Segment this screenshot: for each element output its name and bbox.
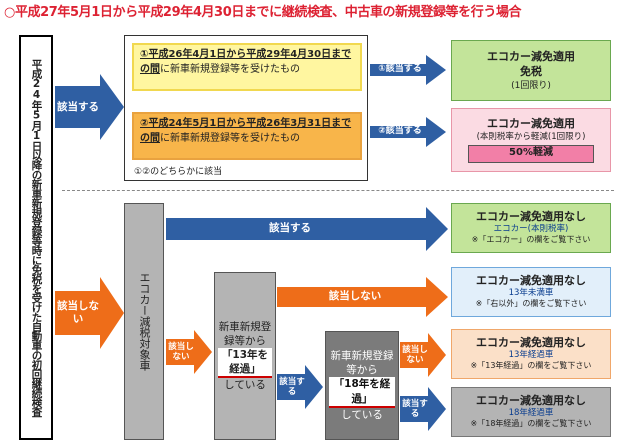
label-18-applies: 該当する: [402, 399, 428, 419]
result-eco-standard: エコカー減免適用なし エコカー(本則税率) ※「エコカー」の欄をご覧下さい: [451, 203, 611, 253]
result-eco-type: エコカー(本則税率): [493, 224, 569, 235]
label-bottom-not-applies: 該当しない: [57, 299, 99, 325]
arrow-18-applies: [400, 387, 446, 431]
arrow-18-not-applies: [400, 333, 446, 377]
case-1-period: ①平成26年4月1日から平成29年4月30日までの間: [140, 49, 352, 75]
result-13-type: 13年経過車: [508, 350, 554, 361]
q13-text-post: している: [224, 379, 266, 392]
q18-text-post: している: [341, 408, 383, 421]
result-13-note: ※「13年経過」の欄をご覧下さい: [470, 361, 592, 371]
eco-target-box: エコカー減税対象車: [124, 203, 164, 440]
label-eco-not-applies: 該当しない: [168, 342, 194, 362]
result-under13-title: エコカー減免適用なし: [476, 274, 586, 288]
result-18-years: エコカー減免適用なし 18年経過車 ※「18年経過」の欄をご覧下さい: [451, 387, 611, 437]
case-note: ①②のどちらかに該当: [134, 167, 223, 177]
result-under-13: エコカー減免適用なし 13年未満車 ※「右以外」の欄をご覧下さい: [451, 267, 611, 317]
label-13-not-applies: 該当しない: [328, 290, 382, 303]
result-eco-title: エコカー減免適用なし: [476, 210, 586, 224]
section-divider: [62, 190, 614, 191]
result-under13-note: ※「右以外」の欄をご覧下さい: [475, 299, 587, 309]
result-reduction-title: エコカー減免適用: [487, 116, 575, 130]
q18-text-pre: 新車新規登録等から: [330, 350, 394, 377]
question-13-years: 新車新規登録等から 「13年を経過」 している: [214, 272, 276, 440]
label-13-applies: 該当する: [279, 377, 305, 397]
q13-text-pre: 新車新規登録等から: [218, 320, 272, 347]
result-18-title: エコカー減免適用なし: [476, 394, 586, 408]
condition-initial-inspection: 平成24年5月1日以降の新車新規登録等時に免税を受けた自動車の初回継続検査: [19, 35, 53, 440]
case-1-box: ①平成26年4月1日から平成29年4月30日までの間に新車新規登録等を受けたもの: [132, 43, 362, 91]
case-2-text: に新車新規登録等を受けたもの: [160, 132, 300, 144]
arrow-eco-not-applies: [166, 330, 212, 374]
label-eco-applies: 該当する: [269, 222, 311, 235]
arrow-13-not-applies: [277, 277, 448, 317]
result-reduction-rate: 50%軽減: [468, 145, 594, 164]
result-exemption: エコカー減免適用 免税 (1回限り): [451, 40, 611, 101]
result-exemption-title: エコカー減免適用: [487, 49, 575, 63]
case-1-text: に新車新規登録等を受けたもの: [160, 63, 300, 75]
result-exemption-note: (1回限り): [511, 80, 551, 91]
result-under13-type: 13年未満車: [508, 288, 554, 299]
label-18-not-applies: 該当しない: [402, 345, 428, 365]
arrow-13-applies: [277, 365, 323, 409]
case-2-box: ②平成24年5月1日から平成26年3月31日までの間に新車新規登録等を受けたもの: [132, 112, 362, 160]
arrow-bottom-not-applies: [55, 277, 124, 349]
q13-highlight: 「13年を経過」: [218, 347, 272, 379]
result-exemption-type: 免税: [520, 65, 542, 79]
result-13-years: エコカー減免適用なし 13年経過車 ※「13年経過」の欄をご覧下さい: [451, 329, 611, 379]
arrow-top-applies: [55, 74, 124, 140]
result-eco-note: ※「エコカー」の欄をご覧下さい: [471, 235, 591, 245]
result-18-note: ※「18年経過」の欄をご覧下さい: [470, 419, 592, 429]
question-18-years: 新車新規登録等から 「18年を経過」 している: [325, 331, 399, 440]
result-reduction: エコカー減免適用 (本則税率から軽減(1回限り) 50%軽減: [451, 108, 611, 172]
arrow-case1: [370, 55, 446, 85]
result-reduction-note: (本則税率から軽減(1回限り): [476, 131, 586, 142]
q18-highlight: 「18年を経過」: [329, 377, 395, 408]
result-18-type: 18年経過車: [508, 408, 554, 419]
result-13-title: エコカー減免適用なし: [476, 336, 586, 350]
arrow-case2: [370, 117, 446, 147]
page-title: ○平成27年5月1日から平成29年4月30日までに継続検査、中古車の新規登録等を…: [4, 5, 522, 20]
label-top-applies: 該当する: [57, 101, 99, 114]
label-case1-applies: ①該当する: [378, 64, 422, 75]
arrow-eco-applies: [166, 207, 448, 251]
label-case2-applies: ②該当する: [378, 126, 422, 137]
case-2-period: ②平成24年5月1日から平成26年3月31日までの間: [140, 118, 352, 144]
